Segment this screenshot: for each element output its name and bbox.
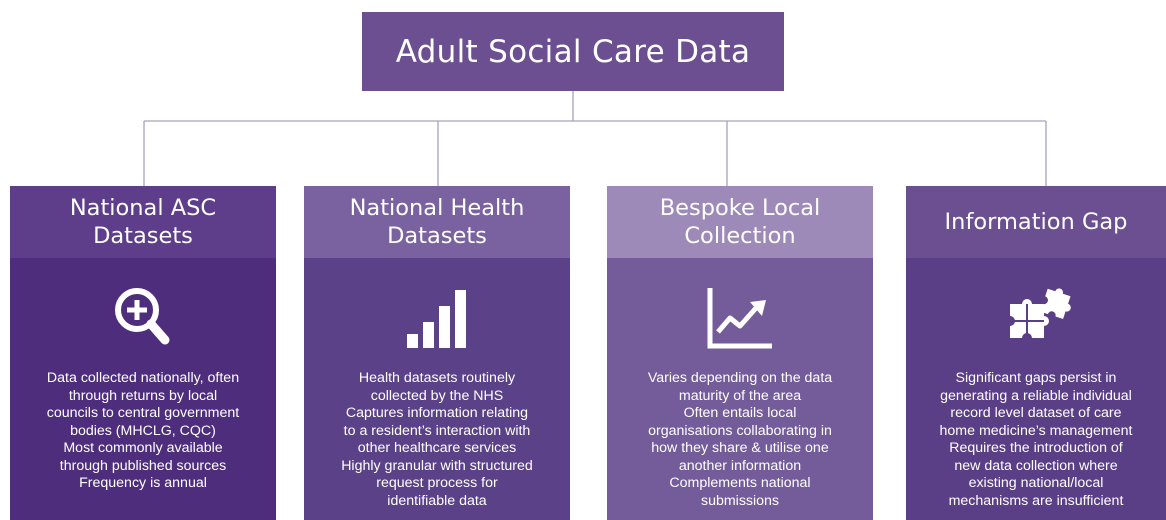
column-body: Health datasets routinely collected by t… bbox=[304, 258, 570, 520]
column-description: Data collected nationally, often through… bbox=[46, 370, 240, 491]
connector-lines bbox=[143, 91, 1047, 186]
magnifier-plus-icon bbox=[103, 284, 183, 354]
column-description: Varies depending on the data maturity of… bbox=[647, 370, 833, 509]
column-description: Significant gaps persist in generating a… bbox=[939, 370, 1133, 509]
column-body: Data collected nationally, often through… bbox=[10, 258, 276, 520]
puzzle-icon bbox=[996, 284, 1076, 354]
column-body: Significant gaps persist in generating a… bbox=[906, 258, 1166, 520]
bar-chart-icon bbox=[397, 284, 477, 354]
line-chart-icon bbox=[700, 284, 780, 354]
column-body: Varies depending on the data maturity of… bbox=[607, 258, 873, 520]
diagram-title: Adult Social Care Data bbox=[362, 12, 784, 91]
column-description: Health datasets routinely collected by t… bbox=[341, 370, 533, 509]
column-heading: Information Gap bbox=[906, 186, 1166, 258]
column-information-gap: Information Gap Significant gaps persist… bbox=[906, 186, 1166, 520]
